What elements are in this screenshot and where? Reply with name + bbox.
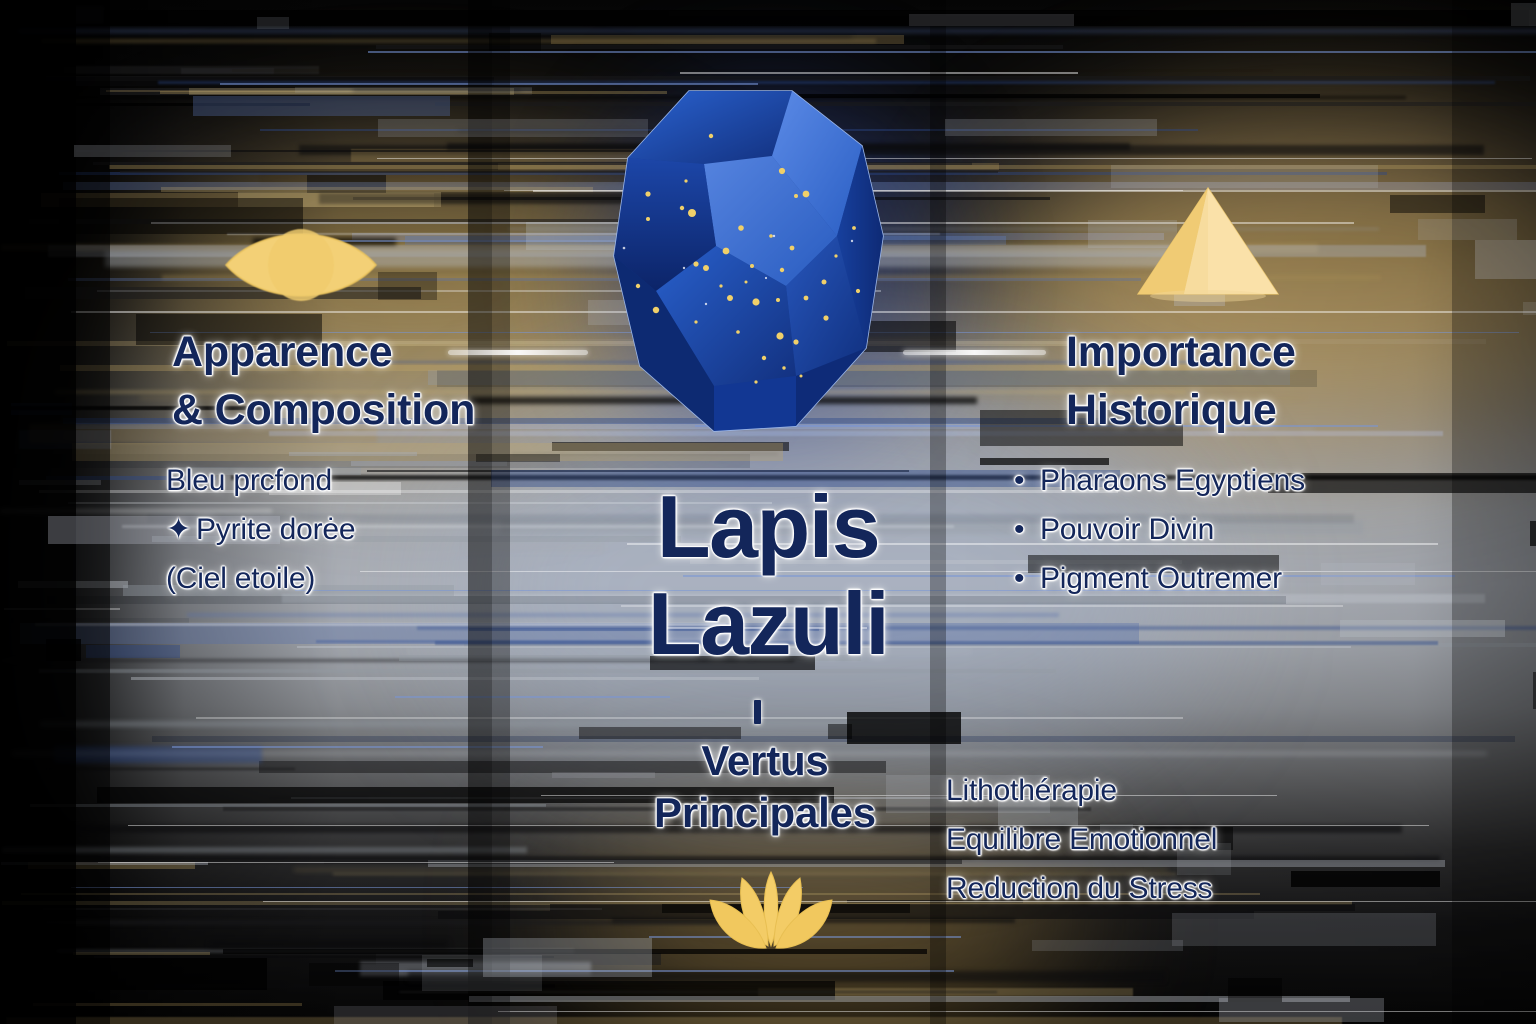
connector-line-left	[448, 350, 588, 355]
left-item-label-2: Pyrite dorėe	[196, 513, 356, 546]
right-heading-line-2: Historique	[1066, 386, 1277, 434]
right-panel-list: • Pharaons Egyptiens • Pouvoir Divin • Pigm…	[1014, 456, 1305, 603]
left-panel-list: Bleu prcfond ✦Pyrite dorėe (Ciel etoile)	[166, 456, 356, 603]
bottom-item-label-1: Lithothérapie	[946, 774, 1117, 807]
bullet-icon: •	[1014, 562, 1025, 595]
bottom-item-label-3: Reduction du Stress	[946, 872, 1213, 905]
left-panel-heading: Apparence & Composition	[172, 323, 475, 439]
sparkle-icon: ✦	[166, 513, 191, 546]
connector-line-right	[903, 350, 1046, 355]
title-divider	[754, 700, 761, 724]
bottom-panel-list: Lithothérapie Equilibre Emotionnel Reduc…	[946, 766, 1217, 913]
page-subtitle: Vertus Principales	[560, 735, 970, 839]
right-item-label-3: Pigment Outremer	[1040, 562, 1282, 595]
left-item-label-3: (Ciel etoile)	[166, 562, 316, 595]
left-item-label-1: Bleu prcfond	[166, 464, 333, 497]
subtitle-line-1: Vertus	[701, 737, 829, 784]
list-item: • Pigment Outremer	[1014, 554, 1305, 603]
subtitle-line-2: Principales	[654, 789, 876, 836]
bottom-item-label-2: Equilibre Emotionnel	[946, 823, 1218, 856]
list-item: • Pharaons Egyptiens	[1014, 456, 1305, 505]
right-item-label-2: Pouvoir Divin	[1040, 513, 1215, 546]
right-panel-heading: Importance Historique	[1066, 323, 1296, 439]
pyramid-icon	[1132, 182, 1284, 304]
list-item: Lithothérapie	[946, 766, 1217, 815]
bullet-icon: •	[1014, 464, 1025, 497]
page-title: Lapis Lazuli	[0, 478, 1536, 672]
lotus-icon	[700, 866, 842, 952]
right-item-label-1: Pharaons Egyptiens	[1040, 464, 1305, 497]
left-heading-line-1: Apparence	[172, 328, 393, 376]
title-line-2: Lazuli	[647, 574, 890, 673]
list-item: Bleu prcfond	[166, 456, 355, 505]
list-item: ✦Pyrite dorėe	[166, 505, 356, 554]
list-item: (Ciel etoile)	[166, 554, 355, 603]
list-item: Reduction du Stress	[946, 864, 1217, 913]
right-heading-line-1: Importance	[1066, 328, 1296, 376]
list-item: • Pouvoir Divin	[1014, 505, 1305, 554]
list-item: Equilibre Emotionnel	[946, 815, 1217, 864]
lapis-lazuli-gem	[596, 86, 906, 438]
bullet-icon: •	[1014, 513, 1025, 546]
eye-icon	[222, 218, 380, 312]
left-heading-line-2: & Composition	[172, 386, 476, 434]
title-line-1: Lapis	[656, 477, 881, 576]
